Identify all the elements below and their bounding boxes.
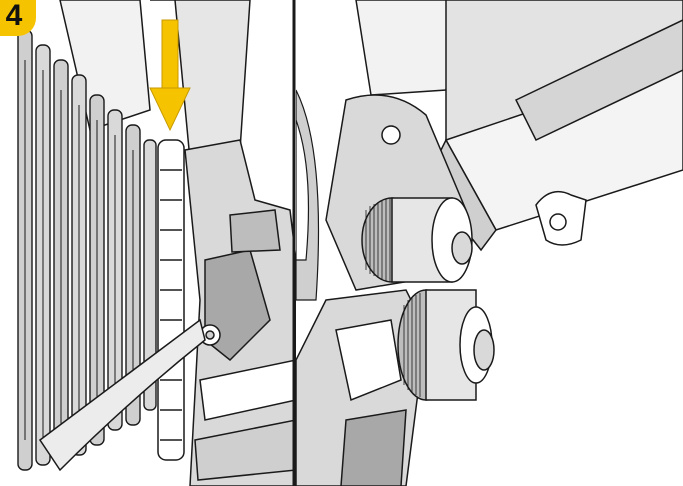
cassette-illustration [0,0,296,486]
step-number: 4 [5,0,23,32]
cassette-panel: 4 [0,0,296,486]
step-badge: 4 [0,0,36,36]
down-arrow-icon [149,19,191,132]
axle-panel [296,0,683,486]
axle-illustration [296,0,683,486]
